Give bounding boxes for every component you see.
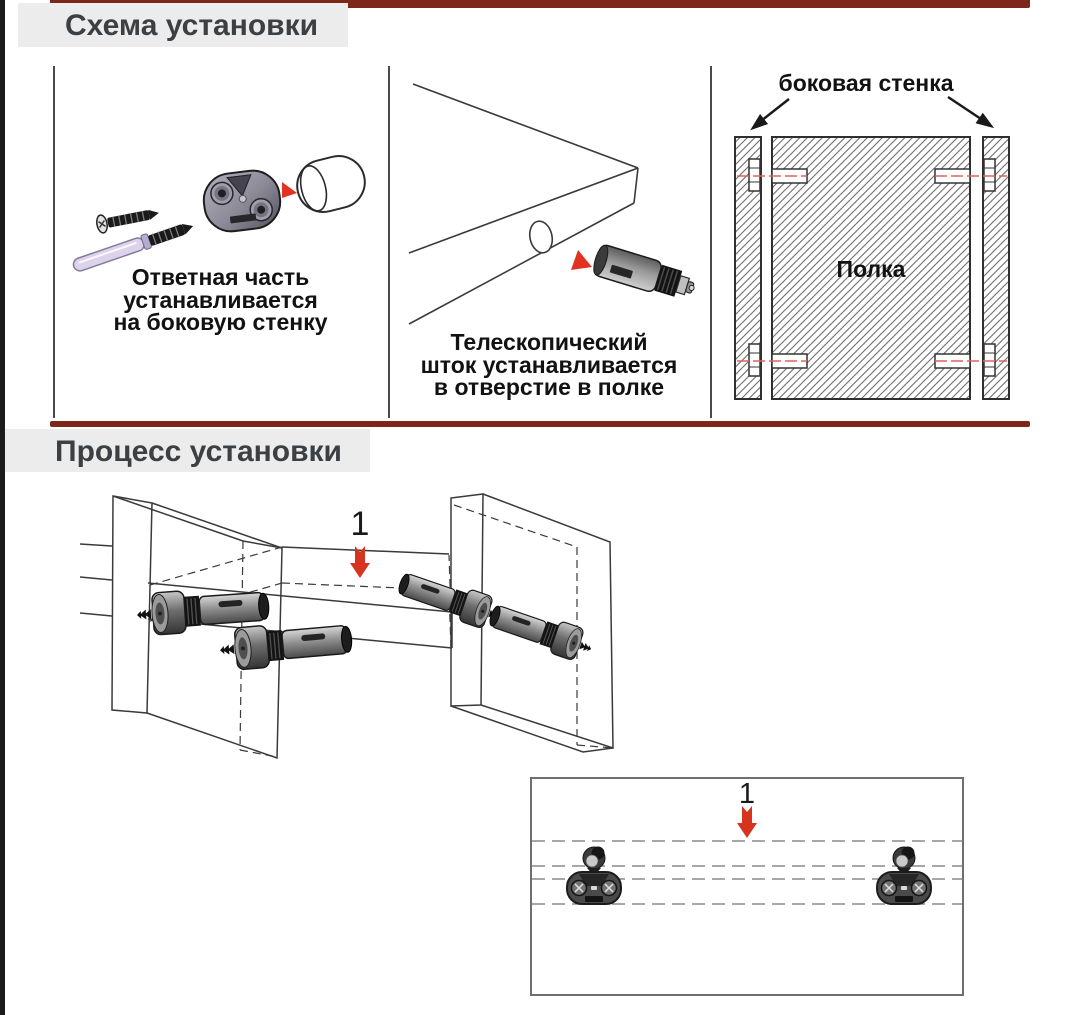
- panel-separator: [710, 66, 712, 418]
- caption-line: устанавливается: [123, 286, 318, 313]
- fastener-assembly: [217, 617, 355, 673]
- screw-icon: [96, 209, 159, 234]
- section-header-process: Процесс установки: [5, 429, 370, 472]
- drill-hole: [528, 220, 554, 254]
- section-title-schema: Схема установки: [65, 9, 319, 42]
- fastener-assembly: [485, 598, 598, 666]
- assembly-scheme-diagram: [734, 95, 1010, 400]
- fastener-assembly: [394, 566, 507, 634]
- counterpart-diagram: [72, 155, 366, 272]
- step-number: 1: [738, 778, 756, 810]
- section-divider-bar: [50, 421, 1030, 427]
- shelf-wireframe: [79, 543, 453, 649]
- section-header-schema: Схема установки: [18, 3, 348, 47]
- connector-sockets: [748, 158, 996, 377]
- fastener-top-view: [876, 846, 932, 905]
- insertion-marker-icon: [571, 250, 592, 270]
- caption-line: шток устанавливается: [420, 351, 678, 378]
- panel-separator: [388, 66, 390, 418]
- side-wall-pointer-arrows: [750, 95, 995, 131]
- insertion-marker-icon: [282, 182, 297, 198]
- telescopic-rod: [593, 244, 695, 297]
- caption-line: на боковую стенку: [113, 309, 328, 335]
- caption-line: Телескопический: [450, 329, 648, 355]
- section-title-process: Процесс установки: [55, 435, 342, 468]
- counterpart-caption: Ответная часть устанавливается на бокову…: [53, 266, 388, 334]
- caption-line: в отверстие в полке: [433, 374, 665, 400]
- side-wall-label: боковая стенка: [778, 70, 954, 96]
- cover-cap: [296, 155, 366, 213]
- fastener-top-view: [566, 846, 622, 905]
- screwdriver-icon: [72, 224, 194, 272]
- telescopic-rod-diagram: [408, 83, 695, 325]
- caption-line: Ответная часть: [131, 264, 310, 290]
- step-arrow-icon: [737, 806, 757, 838]
- connector-axis-lines: [737, 175, 1007, 362]
- top-divider-bar: [50, 0, 1030, 8]
- counterpart-block: [202, 169, 282, 233]
- step-number: 1: [350, 505, 370, 543]
- telescopic-caption: Телескопический шток устанавливается в о…: [388, 331, 710, 399]
- shelf-label: Полка: [836, 256, 906, 282]
- step-arrow-icon: [350, 546, 370, 578]
- left-edge-bar: [0, 0, 5, 1015]
- shelf-top-view-diagram: [532, 806, 962, 905]
- shelf-corner-wireframe: [408, 83, 639, 325]
- panel-separator: [53, 66, 55, 418]
- installation-3d-diagram: [79, 493, 614, 760]
